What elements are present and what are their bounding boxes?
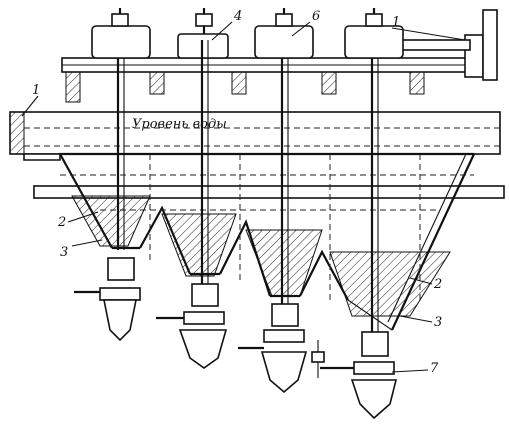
callout-3-right: 3 [434, 315, 442, 330]
drive-motors [91, 8, 404, 59]
water-level-label: Уровень воды [132, 117, 227, 132]
beam-supports [65, 71, 425, 103]
top-frame [61, 9, 498, 81]
callout-6: 6 [312, 9, 320, 24]
callout-1-left: 1 [32, 83, 40, 98]
discharge-units [74, 257, 398, 420]
callout-1-top: 1 [392, 15, 400, 30]
callout-4: 4 [233, 9, 242, 24]
callout-2-right: 2 [433, 277, 442, 292]
callout-7: 7 [430, 361, 439, 376]
shafts [116, 40, 379, 340]
callout-3-left: 3 [60, 245, 68, 260]
leader-lines [21, 21, 466, 373]
plate-packs [71, 195, 451, 317]
callout-2-left: 2 [57, 215, 66, 230]
